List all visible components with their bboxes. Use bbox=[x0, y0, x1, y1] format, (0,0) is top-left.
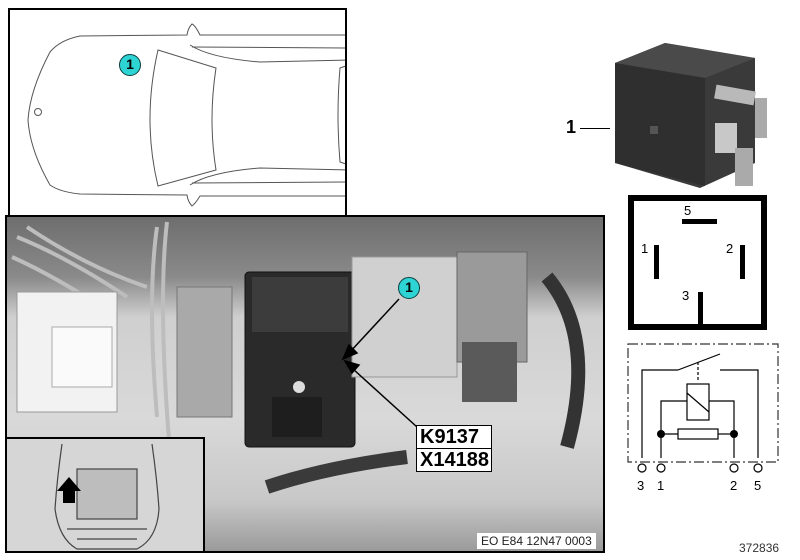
location-callout: 1 bbox=[119, 54, 141, 76]
item-number: 1 bbox=[566, 117, 577, 137]
pin-5-icon bbox=[682, 219, 717, 224]
document-number: 372836 bbox=[739, 541, 780, 555]
engine-bay-inset bbox=[7, 437, 205, 551]
pin-label-3: 3 bbox=[682, 288, 690, 303]
pin-label-5: 5 bbox=[684, 203, 692, 218]
open-hood-car-icon bbox=[54, 443, 160, 550]
pin-3-icon bbox=[698, 292, 703, 326]
pin-2-icon bbox=[740, 245, 745, 279]
pin-label-2: 2 bbox=[726, 241, 734, 256]
relay-photo-icon bbox=[615, 43, 767, 188]
circuit-schematic-icon bbox=[627, 343, 779, 473]
terminal-label-3: 3 bbox=[637, 478, 645, 493]
pin-1-icon bbox=[654, 245, 659, 279]
photo-callout: 1 bbox=[398, 277, 420, 299]
relay-circuit-diagram: 3 1 2 5 bbox=[620, 338, 790, 498]
pin-layout-diagram: 5 1 2 3 bbox=[628, 195, 767, 330]
terminal-label-1: 1 bbox=[657, 478, 665, 493]
connector-label-x14188: X14188 bbox=[416, 448, 492, 472]
installation-photo: 1 K9137 X14188 EO E84 12N47 0003 bbox=[5, 215, 605, 553]
photo-reference: EO E84 12N47 0003 bbox=[477, 533, 596, 549]
photo-illustration-icon bbox=[11, 221, 586, 494]
car-outline-icon bbox=[27, 23, 345, 207]
pin-label-1: 1 bbox=[641, 241, 649, 256]
vehicle-location-diagram: 1 bbox=[8, 8, 347, 218]
terminal-label-2: 2 bbox=[730, 478, 738, 493]
component-label-k9137: K9137 bbox=[416, 425, 492, 449]
item-leader-line bbox=[580, 128, 610, 129]
terminal-label-5: 5 bbox=[754, 478, 762, 493]
